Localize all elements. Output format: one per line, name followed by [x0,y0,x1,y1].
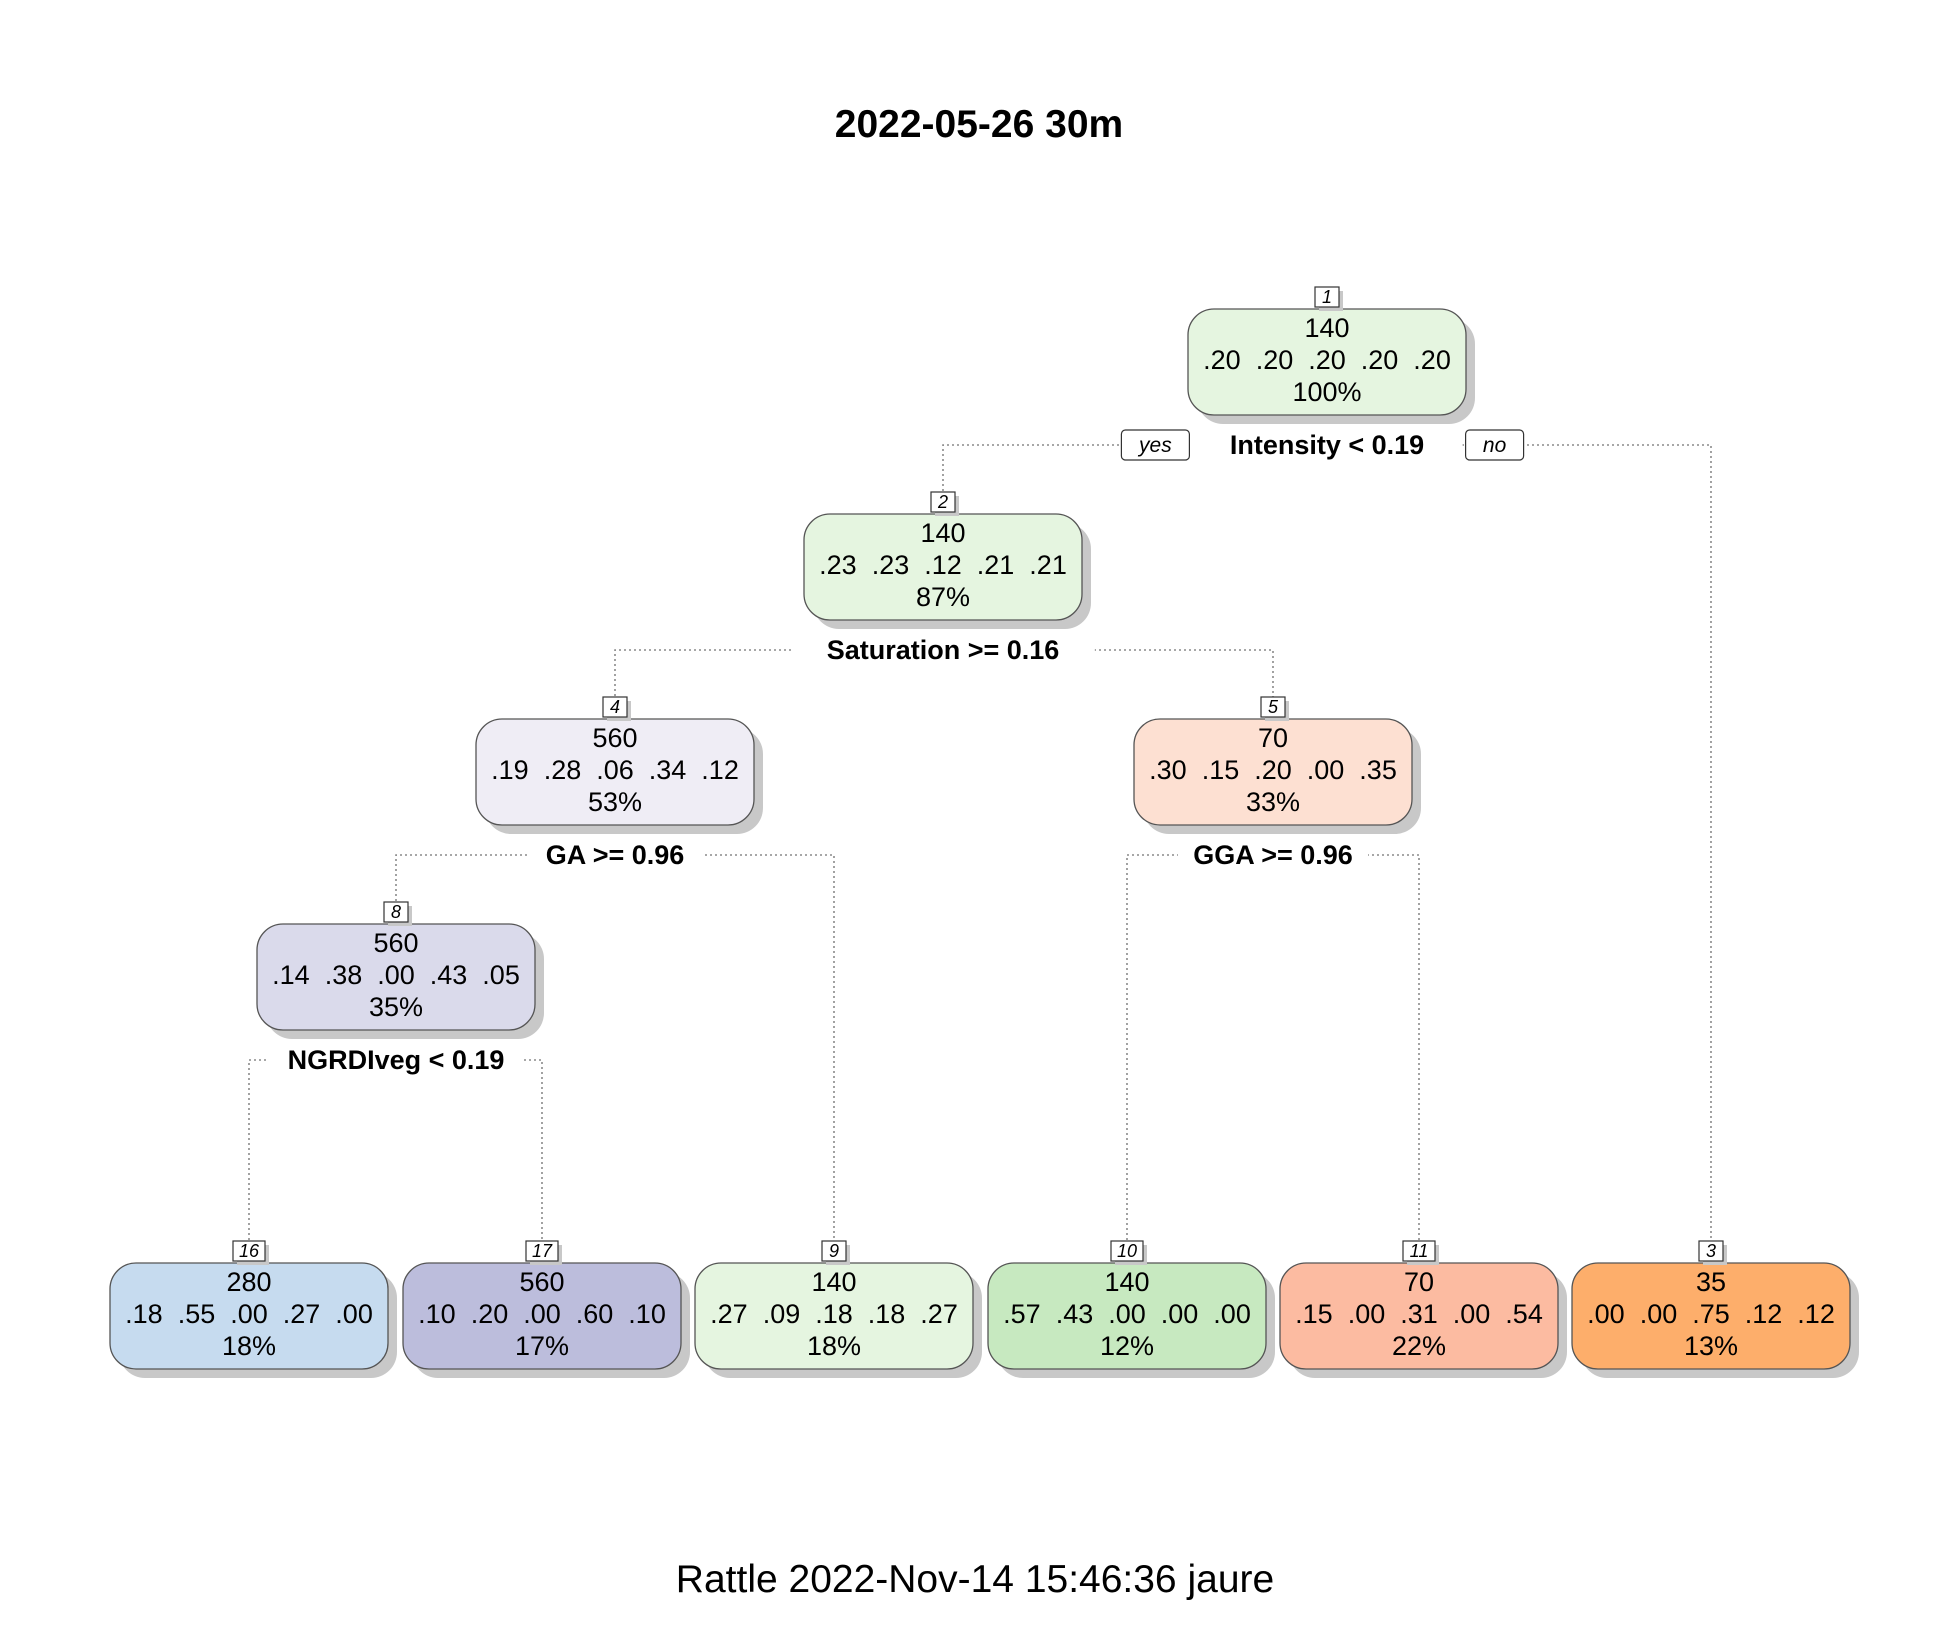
node-class-probabilities: .23 .23 .12 .21 .21 [819,550,1067,580]
node-id-box [383,901,409,923]
node-class-probabilities: .00 .00 .75 .12 .12 [1587,1299,1835,1329]
node-class-probabilities: .10 .20 .00 .60 .10 [418,1299,666,1329]
node-percentage: 53% [588,787,642,817]
node-count: 140 [1304,313,1349,343]
node-id-box [1260,696,1286,718]
node-class-probabilities: .57 .43 .00 .00 .00 [1003,1299,1251,1329]
node-class-probabilities: .27 .09 .18 .18 .27 [710,1299,958,1329]
node-id: 9 [829,1241,839,1261]
tree-edge-8 [248,1059,543,1245]
split-label-background [268,1044,524,1076]
node-id: 3 [1706,1241,1716,1261]
node-class-probabilities: .20 .20 .20 .20 .20 [1203,345,1451,375]
node-class-probabilities: .15 .00 .31 .00 .54 [1295,1299,1543,1329]
node-id-box [525,1240,559,1262]
node-class-probabilities: .19 .28 .06 .34 .12 [491,755,739,785]
node-percentage: 87% [916,582,970,612]
node-id-box [232,1240,266,1262]
yes-branch-label: yes [1137,434,1172,457]
node-count: 280 [226,1267,271,1297]
node-count: 140 [920,518,965,548]
node-id-box [1698,1240,1724,1262]
tree-edge-5 [1126,854,1420,1245]
split-condition-1: Intensity < 0.19 [1230,430,1424,460]
split-label-background [528,839,702,871]
no-branch-label-box [1464,429,1525,461]
node-count: 560 [592,723,637,753]
split-condition-5: GGA >= 0.96 [1193,840,1353,870]
split-label-background [791,634,1095,666]
node-id-box [1110,1240,1144,1262]
node-percentage: 12% [1100,1331,1154,1361]
node-percentage: 18% [807,1331,861,1361]
node-percentage: 33% [1246,787,1300,817]
node-id: 17 [532,1241,553,1261]
node-id: 2 [937,492,948,512]
split-label-background [1191,429,1463,461]
node-count: 70 [1404,1267,1434,1297]
node-class-probabilities: .30 .15 .20 .00 .35 [1149,755,1397,785]
node-class-probabilities: .18 .55 .00 .27 .00 [125,1299,373,1329]
node-count: 560 [519,1267,564,1297]
node-percentage: 22% [1392,1331,1446,1361]
node-id: 10 [1117,1241,1137,1261]
node-id: 8 [391,902,401,922]
node-percentage: 13% [1684,1331,1738,1361]
node-id-box [602,696,628,718]
node-id: 16 [239,1241,260,1261]
node-class-probabilities: .14 .38 .00 .43 .05 [272,960,520,990]
node-id-box [1314,286,1340,308]
node-id: 1 [1322,287,1332,307]
no-branch-label: no [1483,434,1507,457]
node-count: 140 [811,1267,856,1297]
yes-branch-label-box [1120,429,1191,461]
node-percentage: 100% [1292,377,1361,407]
split-condition-8: NGRDIveg < 0.19 [288,1045,505,1075]
node-percentage: 35% [369,992,423,1022]
node-count: 35 [1696,1267,1726,1297]
node-id-box [1402,1240,1436,1262]
node-percentage: 18% [222,1331,276,1361]
node-id: 5 [1268,697,1279,717]
node-count: 560 [373,928,418,958]
node-percentage: 17% [515,1331,569,1361]
footer-caption: Rattle 2022-Nov-14 15:46:36 jaure [676,1558,1274,1601]
node-count: 140 [1104,1267,1149,1297]
split-condition-2: Saturation >= 0.16 [827,635,1060,665]
node-id: 4 [610,697,620,717]
split-label-background [1177,839,1369,871]
node-id-box [821,1240,847,1262]
node-id: 11 [1410,1241,1429,1261]
chart-title: 2022-05-26 30m [835,103,1123,146]
node-count: 70 [1258,723,1288,753]
node-id-box [930,491,956,513]
split-condition-4: GA >= 0.96 [546,840,685,870]
